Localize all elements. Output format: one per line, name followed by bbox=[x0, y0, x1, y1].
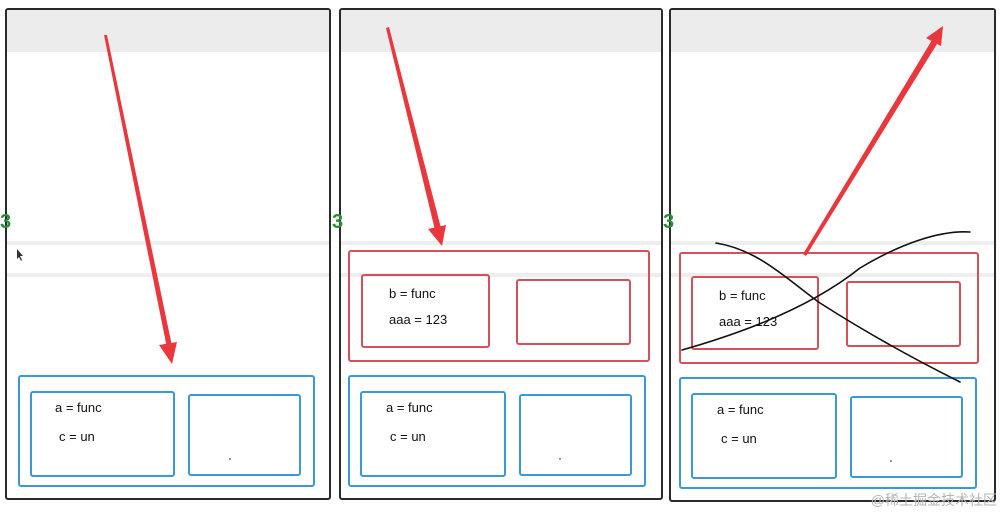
blue-right-box bbox=[188, 394, 301, 476]
watermark: @稀土掘金技术社区 bbox=[870, 492, 997, 508]
red-line-1: b = func bbox=[389, 286, 436, 301]
blue-container bbox=[18, 375, 315, 487]
blue-left-box bbox=[360, 391, 506, 477]
blue-line-2: c = un bbox=[390, 429, 426, 444]
top-bar bbox=[671, 10, 994, 52]
blue-container bbox=[348, 375, 646, 487]
dot-mark bbox=[890, 460, 892, 462]
panel-2: b = func aaa = 123 a = func c = un bbox=[339, 8, 663, 500]
dot-mark bbox=[559, 458, 561, 460]
red-right-box bbox=[516, 279, 631, 345]
red-container bbox=[348, 250, 650, 362]
panel-3: b = func aaa = 123 a = func c = un bbox=[669, 8, 996, 502]
red-left-box bbox=[361, 274, 490, 348]
edge-mark: 3 bbox=[332, 211, 344, 233]
blue-right-box bbox=[850, 396, 963, 478]
blue-left-box bbox=[691, 393, 837, 479]
red-line-2: aaa = 123 bbox=[389, 312, 448, 327]
edge-mark: 3 bbox=[0, 211, 12, 233]
blue-line-1: a = func bbox=[386, 400, 433, 415]
top-bar bbox=[7, 10, 329, 52]
divider-line bbox=[7, 273, 329, 277]
panel-1: a = func c = un bbox=[5, 8, 331, 500]
divider-line bbox=[341, 273, 661, 277]
red-right-box bbox=[846, 281, 961, 347]
divider-line bbox=[7, 241, 329, 245]
divider-line bbox=[671, 241, 994, 245]
blue-line-2: c = un bbox=[721, 431, 757, 446]
blue-right-box bbox=[519, 394, 632, 476]
red-line-2: aaa = 123 bbox=[719, 314, 778, 329]
blue-line-2: c = un bbox=[59, 429, 95, 444]
dot-mark bbox=[229, 458, 231, 460]
edge-mark: 3 bbox=[663, 211, 675, 233]
divider-line bbox=[341, 241, 661, 245]
blue-left-box bbox=[30, 391, 175, 477]
blue-line-1: a = func bbox=[55, 400, 102, 415]
red-line-1: b = func bbox=[719, 288, 766, 303]
top-bar bbox=[341, 10, 661, 52]
blue-line-1: a = func bbox=[717, 402, 764, 417]
